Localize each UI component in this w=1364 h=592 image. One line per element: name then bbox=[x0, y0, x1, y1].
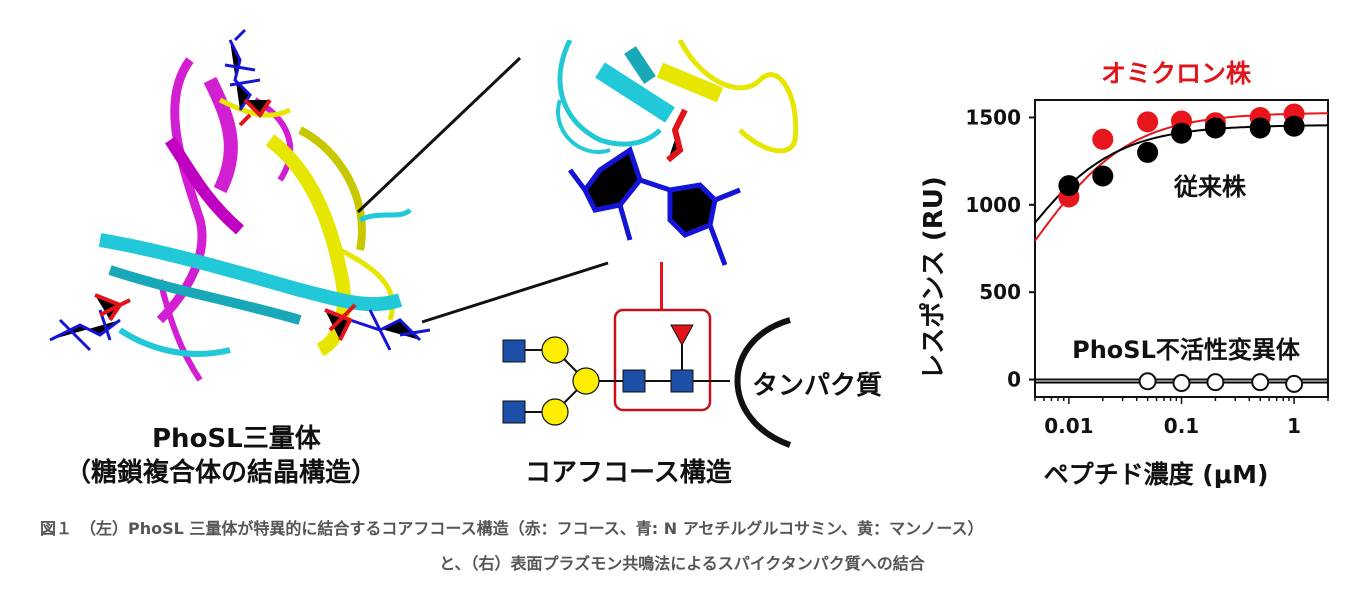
data-point-series-0 bbox=[1093, 130, 1112, 149]
y-tick-label: 500 bbox=[979, 280, 1021, 304]
glcnac-square bbox=[671, 370, 693, 392]
x-axis-title: ペプチド濃度 (μM) bbox=[1044, 460, 1269, 489]
zoom-indicator-line bbox=[660, 262, 663, 310]
y-tick-label: 0 bbox=[1007, 368, 1021, 392]
y-tick-label: 1000 bbox=[965, 193, 1021, 217]
data-point-series-1 bbox=[1059, 176, 1078, 195]
glcnac-square bbox=[503, 401, 525, 423]
data-point-series-1 bbox=[1093, 166, 1112, 185]
mannose-circle bbox=[573, 368, 599, 394]
mannose-circle bbox=[542, 337, 568, 363]
mutant-series-label: PhoSL不活性変異体 bbox=[1072, 336, 1301, 364]
zoomed-binding-site-image bbox=[540, 40, 820, 280]
x-tick-label: 1 bbox=[1287, 414, 1301, 438]
y-tick-label: 1500 bbox=[965, 105, 1021, 129]
data-point-series-1 bbox=[1138, 143, 1157, 162]
y-axis-title: レスポンス (RU) bbox=[918, 176, 949, 379]
fucose-triangle bbox=[671, 325, 693, 345]
data-point-series-2 bbox=[1174, 375, 1190, 391]
glcnac-square bbox=[623, 370, 645, 392]
glcnac-square bbox=[503, 340, 525, 362]
data-point-series-2 bbox=[1252, 374, 1268, 390]
data-point-series-2 bbox=[1207, 374, 1223, 390]
conventional-series-label: 従来株 bbox=[1173, 173, 1247, 201]
structure-label: コアフコース構造 bbox=[525, 452, 732, 489]
data-point-series-1 bbox=[1285, 117, 1304, 136]
crystal-structure-label: （糖鎖複合体の結晶構造） bbox=[65, 452, 377, 489]
x-tick-label: 0.1 bbox=[1164, 414, 1199, 438]
mannose-circle bbox=[542, 399, 568, 425]
data-point-series-0 bbox=[1138, 112, 1157, 131]
data-point-series-1 bbox=[1172, 124, 1191, 143]
trimer-label: PhoSL三量体 bbox=[152, 418, 321, 455]
x-tick-label: 0.01 bbox=[1044, 414, 1093, 438]
data-point-series-2 bbox=[1286, 376, 1302, 392]
omicron-series-title: オミクロン株 bbox=[1101, 59, 1252, 88]
figure-caption-line2: と、（右）表面プラズモン共鳴法によるスパイクタンパク質への結合 bbox=[0, 550, 1364, 574]
data-point-series-1 bbox=[1206, 118, 1225, 137]
data-point-series-2 bbox=[1140, 373, 1156, 389]
data-point-series-1 bbox=[1251, 118, 1270, 137]
protein-label: タンパク質 bbox=[752, 365, 882, 402]
figure-caption-line1: 図１ （左）PhoSL 三量体が特異的に結合するコアフコース構造（赤：フコース、… bbox=[40, 515, 984, 539]
spr-binding-chart: 0 500 1000 1500 0.01 0.1 1 オミクロン株 従来株 PhoSL不活性… bbox=[910, 55, 1350, 495]
